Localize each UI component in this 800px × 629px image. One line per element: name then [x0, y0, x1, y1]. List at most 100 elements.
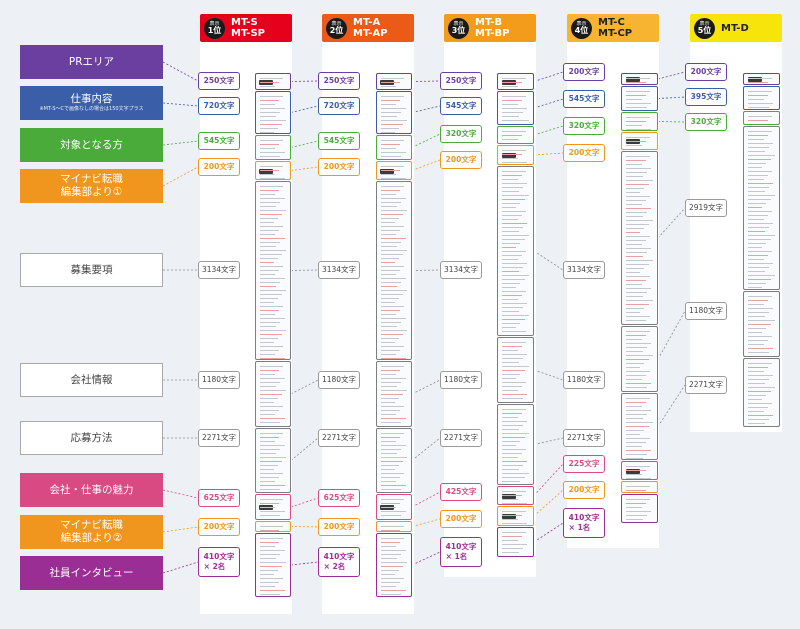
connector-column-label [411, 437, 441, 461]
connector-column-label [290, 379, 319, 395]
page-text-line [381, 206, 398, 207]
page-text-line [502, 331, 526, 332]
page-text-line [260, 570, 278, 571]
char-count-label: 320文字 [685, 113, 727, 131]
page-section-interview [255, 533, 291, 597]
page-text-line [626, 292, 648, 293]
char-count-label: 545文字 [563, 90, 605, 108]
page-text-line [381, 574, 395, 575]
page-section-pr [497, 73, 534, 90]
page-text-line [626, 367, 641, 368]
rank-top: 表示 [209, 20, 220, 27]
page-text-line [260, 422, 281, 423]
page-text-line [260, 546, 276, 547]
page-text-line [381, 378, 406, 379]
page-text-line [260, 449, 281, 450]
page-section-boshu [743, 126, 780, 290]
page-text-line [260, 485, 285, 486]
page-section-oubo [621, 393, 658, 460]
page-text-line [260, 258, 278, 259]
page-text-line [502, 271, 519, 272]
page-text-line [502, 295, 522, 296]
page-text-line [748, 155, 775, 156]
page-text-line [502, 223, 528, 224]
page-text-line [502, 78, 526, 79]
page-text-line [502, 195, 529, 196]
char-count-text: 3134文字 [321, 265, 357, 274]
char-count-label: 200文字 [563, 481, 605, 499]
page-text-line [626, 228, 645, 229]
page-section-miryoku [376, 494, 412, 520]
connector-column-label [411, 269, 441, 271]
page-text-line [626, 490, 646, 491]
page-text-line [381, 449, 402, 450]
page-text-line [502, 191, 519, 192]
char-count-text: 720文字 [203, 101, 235, 110]
section-box-oubo: 応募方法 [20, 421, 163, 455]
char-count-label: 1180文字 [318, 371, 360, 389]
page-text-line [748, 363, 772, 364]
page-text-line [260, 132, 274, 133]
connector-column-label [411, 80, 441, 82]
page-text-line [626, 156, 650, 157]
page-section-interview [621, 494, 658, 523]
page-text-line [502, 398, 524, 399]
page-text-line [381, 144, 401, 145]
page-text-line [502, 154, 522, 155]
page-text-line [381, 394, 403, 395]
char-count-label: 410文字 × 2名 [198, 547, 240, 577]
page-text-line [260, 390, 286, 391]
page-text-line [260, 298, 278, 299]
page-text-line [381, 515, 402, 516]
page-text-line [260, 469, 274, 470]
page-text-line [381, 104, 397, 105]
page-text-line [502, 263, 528, 264]
page-text-line [260, 477, 280, 478]
page-text-line [260, 262, 274, 263]
page-text-line [502, 108, 528, 109]
page-text-line [260, 174, 276, 175]
page-text-line [626, 363, 645, 364]
connector-column-label [290, 497, 319, 508]
page-text-line [260, 346, 284, 347]
page-text-line [502, 378, 517, 379]
char-count-label: 545文字 [318, 132, 360, 150]
page-text-line [626, 343, 652, 344]
page-text-line [260, 278, 285, 279]
page-section-pr [621, 73, 658, 85]
connector-column-label [533, 437, 564, 445]
page-text-line [381, 350, 401, 351]
connector-column-label [290, 561, 319, 566]
page-text-line [502, 413, 522, 414]
page-text-line [626, 280, 646, 281]
page-text-line [748, 308, 774, 309]
page-text-line [626, 107, 648, 108]
page-text-line [260, 82, 280, 83]
page-section-kaisha [743, 291, 780, 357]
page-text-line [260, 342, 274, 343]
page-text-line [626, 430, 645, 431]
page-text-line [626, 519, 643, 520]
page-text-line [502, 299, 518, 300]
plan-name: MT-AP [353, 28, 388, 39]
page-section-mynavi [255, 521, 291, 532]
page-text-line [748, 239, 771, 240]
page-text-line [748, 235, 775, 236]
char-count-text: 625文字 [323, 493, 355, 502]
page-text-line [626, 418, 643, 419]
page-text-line [626, 232, 641, 233]
page-text-line [260, 120, 286, 121]
char-count-text: 250文字 [203, 76, 235, 85]
page-text-line [260, 526, 284, 527]
page-text-line [381, 578, 405, 579]
page-text-line [748, 328, 767, 329]
page-text-line [381, 166, 405, 167]
page-text-line [626, 454, 648, 455]
char-count-text: 1180文字 [443, 375, 479, 384]
page-text-line [260, 481, 276, 482]
page-text-line [502, 552, 519, 553]
page-text-line [260, 266, 284, 267]
char-count-text: 625文字 [203, 493, 235, 502]
